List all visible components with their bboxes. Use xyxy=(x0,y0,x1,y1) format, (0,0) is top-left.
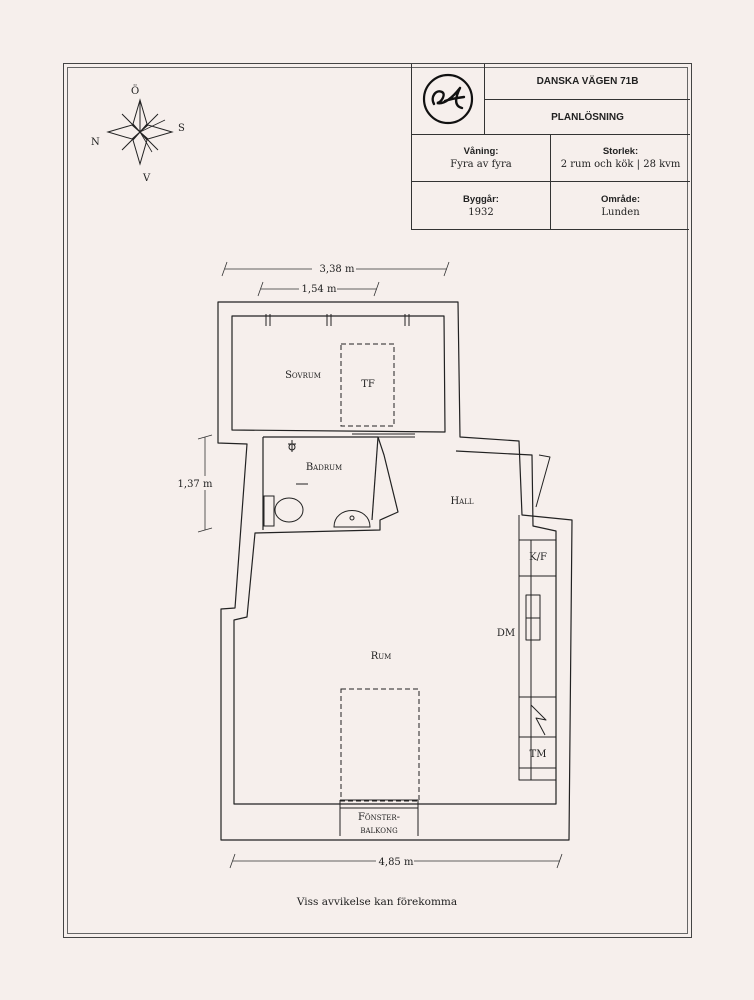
toilet-tank xyxy=(263,495,275,527)
field-area: Område: Lunden xyxy=(551,182,690,230)
field-floor-value: Fyra av fyra xyxy=(450,159,512,170)
room-dm: DM xyxy=(497,628,515,639)
address: DANSKA VÄGEN 71B xyxy=(485,64,690,100)
dimension-lines xyxy=(197,261,563,869)
field-year: Byggår: 1932 xyxy=(412,182,551,230)
bathroom-fixtures xyxy=(263,440,371,528)
room-rum: Rum xyxy=(371,651,392,662)
dim-left-height: 1,37 m xyxy=(178,479,213,490)
dim-top-width: 3,38 m xyxy=(320,264,355,275)
room-kf: K/F xyxy=(529,552,547,563)
dim-bottom-width: 4,85 m xyxy=(379,857,414,868)
field-floor: Våning: Fyra av fyra xyxy=(412,135,551,182)
field-size: Storlek: 2 rum och kök | 28 kvm xyxy=(551,135,690,182)
room-tf: TF xyxy=(361,379,375,390)
field-area-value: Lunden xyxy=(601,207,640,218)
bed-outline xyxy=(340,343,395,427)
title-block: DANSKA VÄGEN 71B PLANLÖSNING Våning: Fyr… xyxy=(411,64,690,230)
sink-drain xyxy=(349,515,355,521)
field-year-key: Byggår: xyxy=(463,194,499,205)
plan-title: PLANLÖSNING xyxy=(485,100,690,135)
balcony-label-2: balkong xyxy=(360,825,398,836)
room-hall: Hall xyxy=(450,496,473,507)
logo-icon xyxy=(422,73,474,125)
compass-west-label: V xyxy=(142,173,151,184)
compass-north-label: N xyxy=(91,137,100,148)
disclaimer-note: Viss avvikelse kan förekomma xyxy=(296,896,458,908)
sink xyxy=(333,510,371,528)
field-size-key: Storlek: xyxy=(602,146,639,157)
room-sovrum: Sovrum xyxy=(285,370,321,381)
room-tm: TM xyxy=(530,749,547,760)
room-badrum: Badrum xyxy=(306,462,342,473)
dim-top-inner: 1,54 m xyxy=(302,284,337,295)
field-year-value: 1932 xyxy=(468,207,494,218)
field-area-key: Område: xyxy=(600,194,641,205)
compass-east-label: Ö xyxy=(131,85,139,97)
field-size-value: 2 rum och kök | 28 kvm xyxy=(560,159,681,170)
compass-rose xyxy=(106,98,174,166)
logo xyxy=(412,64,485,135)
toilet-bowl xyxy=(274,497,304,523)
balcony-label-1: Fönster- xyxy=(358,812,400,823)
compass-south-label: S xyxy=(178,123,185,134)
walls xyxy=(217,301,573,841)
dashed-furniture xyxy=(340,343,420,802)
bed-outline-main xyxy=(340,688,420,802)
drawing-frame xyxy=(63,63,692,938)
field-floor-key: Våning: xyxy=(463,146,499,157)
